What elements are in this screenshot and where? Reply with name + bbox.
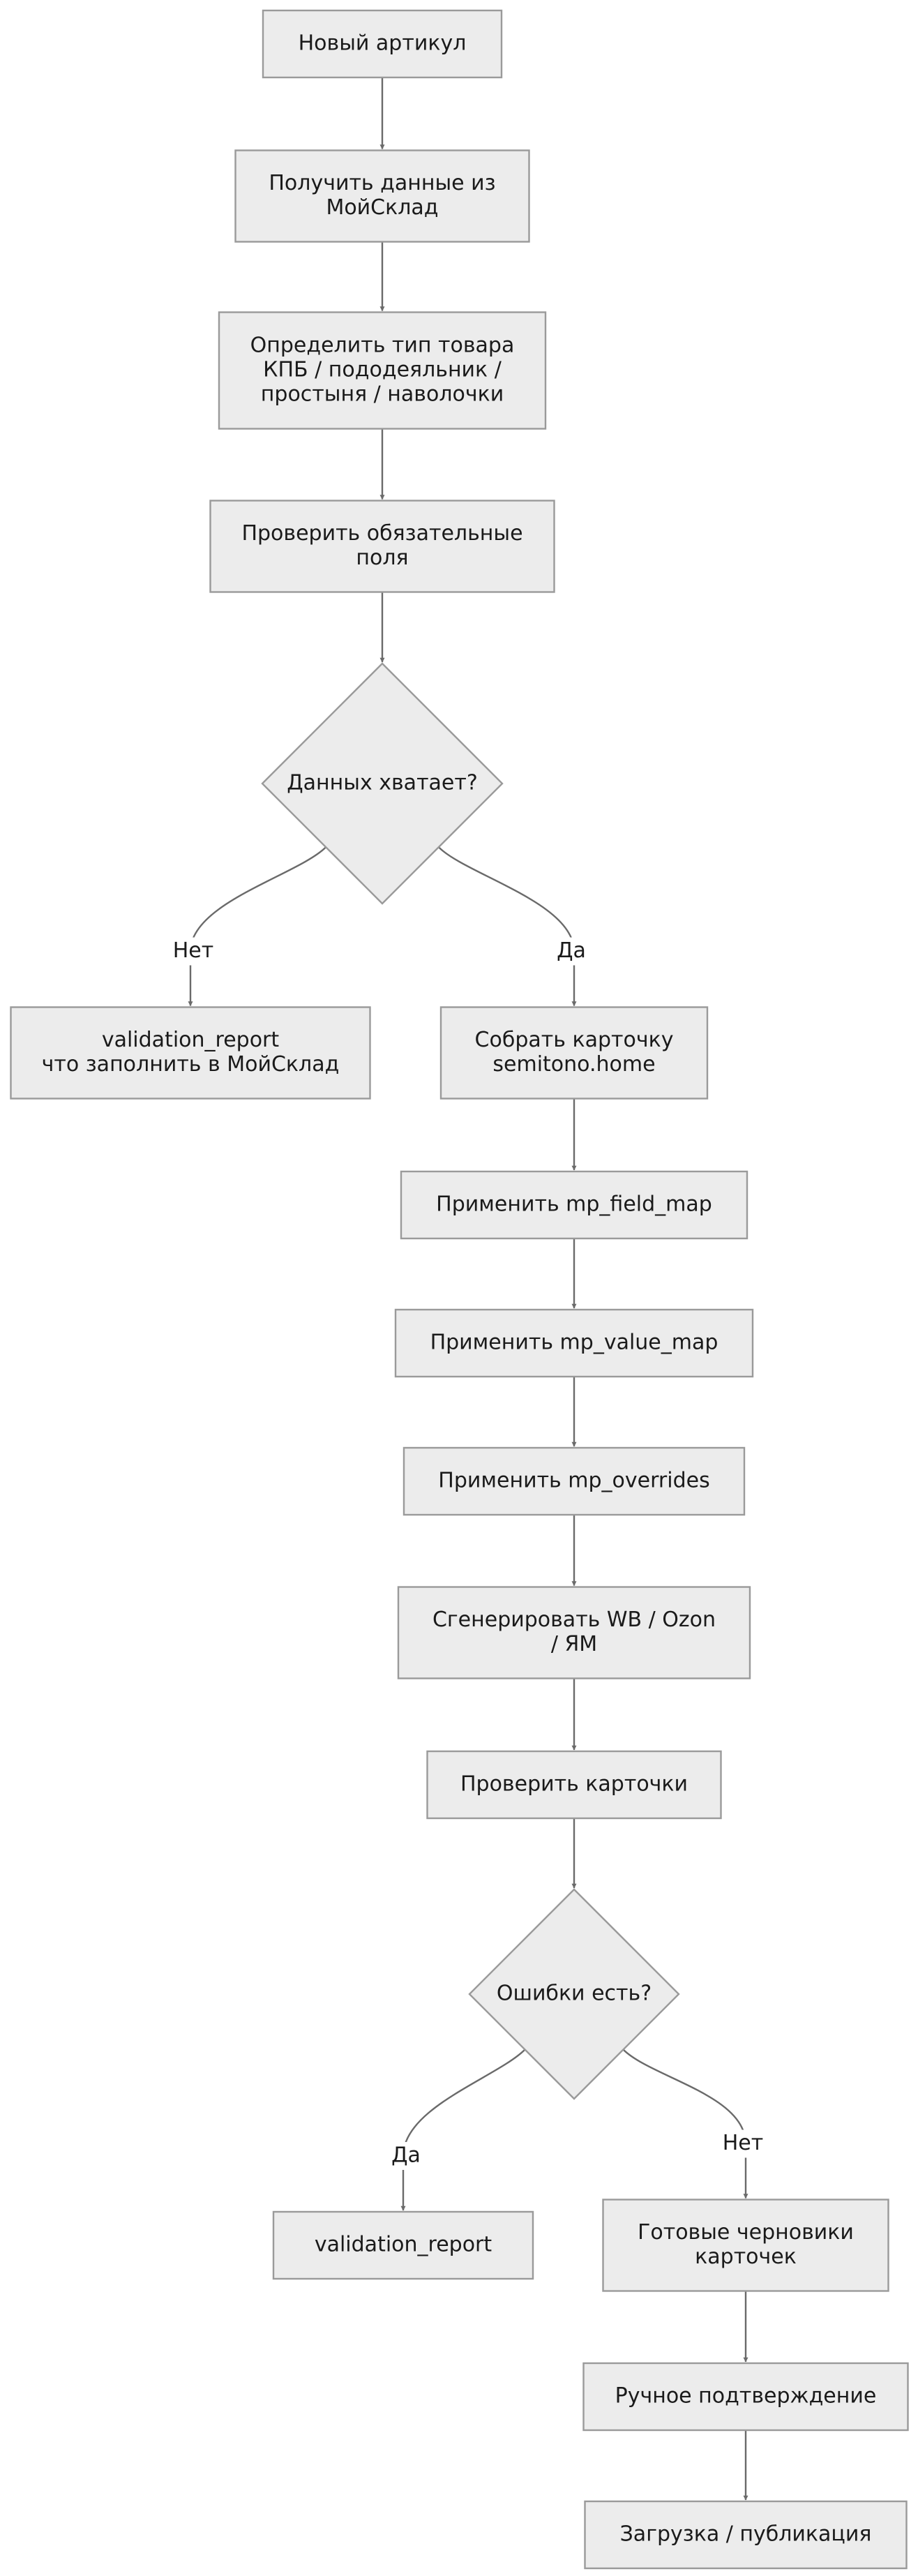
node-label: Сгенерировать WB / Ozon: [432, 1608, 716, 1632]
node-box: [272, 2210, 534, 2280]
node-box: [394, 1308, 754, 1378]
node-box: [218, 311, 547, 430]
node-box: [397, 1586, 751, 1679]
node-box: [10, 1006, 371, 1100]
step-apply-field-map: Применить mp_field_map: [400, 1170, 748, 1240]
edge-label: Да: [555, 937, 588, 966]
node-label: поля: [356, 546, 408, 570]
node-label: Применить mp_field_map: [436, 1192, 712, 1217]
step-report: validation_report: [272, 2210, 534, 2280]
node-label: Ошибки есть?: [497, 1982, 652, 2006]
edge-line: [400, 2049, 526, 2211]
step-manual-confirm: Ручное подтверждение: [582, 2362, 909, 2432]
node-label: Ручное подтверждение: [615, 2384, 877, 2409]
node-label: validation_report: [315, 2233, 492, 2257]
node-label: Проверить карточки: [460, 1772, 688, 1797]
node-label: МойСклад: [326, 195, 438, 220]
node-box: [584, 2500, 908, 2570]
node-label: Применить mp_overrides: [438, 1469, 709, 1493]
node-box: [400, 1170, 748, 1240]
node-label: / ЯМ: [551, 1632, 597, 1656]
decision-diamond: [261, 662, 504, 905]
node-label: КПБ / пододеяльник /: [263, 358, 502, 382]
node-label: Данных хватает?: [287, 771, 478, 795]
node-box: [426, 1750, 722, 1820]
node-label: что заполнить в МойСклад: [42, 1052, 340, 1077]
edge-label-text: Нет: [723, 2131, 764, 2155]
step-generate: Сгенерировать WB / Ozon/ ЯМ: [397, 1586, 751, 1679]
edge-label: Да: [389, 2142, 423, 2170]
edge-label: Нет: [170, 937, 216, 966]
node-label: простыня / наволочки: [261, 382, 504, 407]
step-upload: Загрузка / публикация: [584, 2500, 908, 2570]
step-new-sku: Новый артикул: [262, 9, 503, 79]
node-box: [234, 149, 530, 243]
edge-line: [437, 846, 577, 1007]
decision-diamond: [468, 1888, 680, 2100]
node-label: Получить данные из: [269, 171, 495, 195]
edge-enough_data-to-build_card: [437, 846, 577, 1007]
node-label: Новый артикул: [299, 31, 467, 56]
edge-label-text: Да: [557, 938, 586, 963]
step-apply-overrides: Применить mp_overrides: [402, 1446, 746, 1516]
node-box: [209, 500, 555, 593]
edge-errors-to-report: [400, 2049, 526, 2211]
edge-label-text: Да: [391, 2143, 421, 2168]
decision-errors: Ошибки есть?: [468, 1888, 680, 2100]
step-apply-value-map: Применить mp_value_map: [394, 1308, 754, 1378]
node-label: Готовые черновики: [638, 2220, 854, 2245]
node-label: Загрузка / публикация: [620, 2522, 872, 2547]
node-label: карточек: [695, 2245, 797, 2269]
node-box: [439, 1006, 709, 1100]
node-box: [582, 2362, 909, 2432]
node-box: [262, 9, 503, 79]
edge-line: [188, 846, 327, 1007]
edge-errors-to-drafts: [622, 2049, 748, 2199]
node-label: semitono.home: [492, 1052, 655, 1077]
edge-enough_data-to-report_missing: [188, 846, 327, 1007]
node-label: Проверить обязательные: [241, 521, 522, 546]
node-label: Собрать карточку: [475, 1028, 674, 1052]
decision-enough-data: Данных хватает?: [261, 662, 504, 905]
node-label: Определить тип товара: [250, 334, 515, 358]
node-box: [402, 1446, 746, 1516]
step-check-cards: Проверить карточки: [426, 1750, 722, 1820]
edge-label-text: Нет: [173, 938, 214, 963]
node-label: Применить mp_value_map: [430, 1331, 718, 1355]
edge-line: [622, 2049, 748, 2199]
node-box: [602, 2199, 889, 2292]
edge-label: Нет: [720, 2129, 766, 2158]
node-label: validation_report: [102, 1028, 280, 1052]
